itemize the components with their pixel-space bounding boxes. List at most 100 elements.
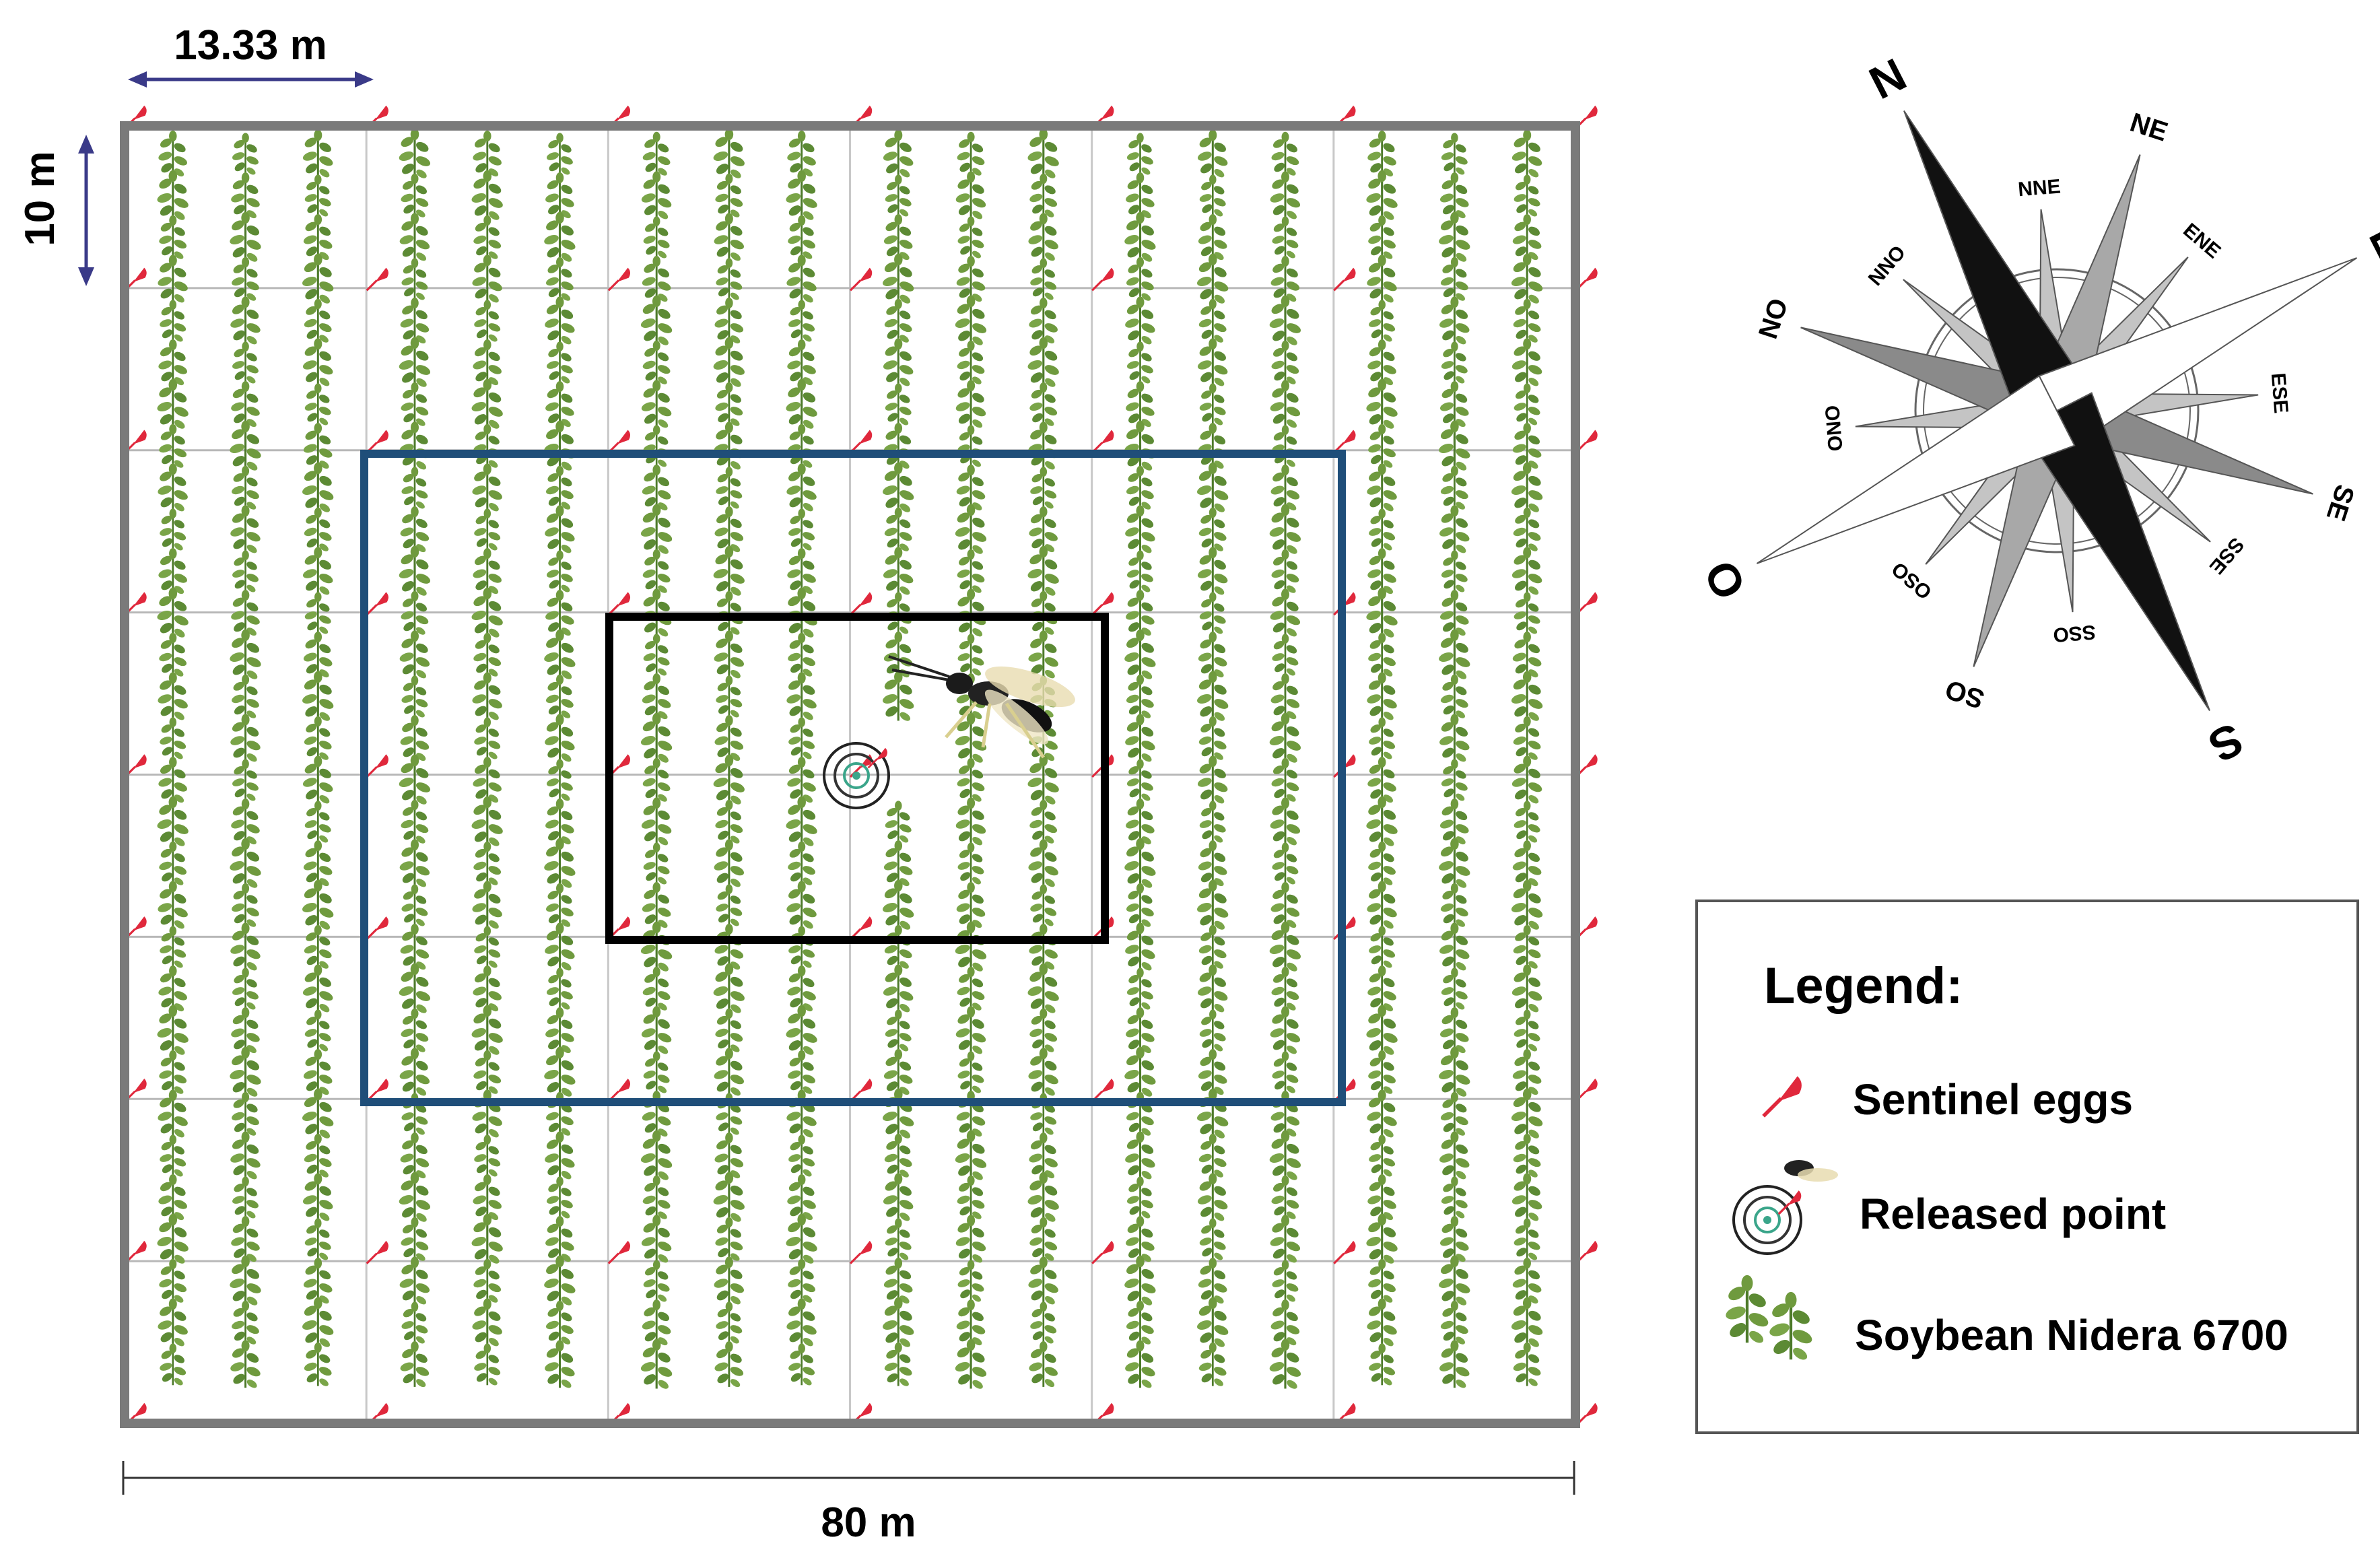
soybean-plant [1026,211,1061,264]
sentinel-egg [607,1240,632,1265]
soybean-plant [1511,591,1542,637]
soybean-plant [302,506,334,554]
soybean-plant [230,549,261,595]
soybean-plant [1509,1172,1545,1224]
soybean-plant [1194,879,1231,932]
soybean-plant [881,1172,916,1224]
soybean-plant [1026,1255,1061,1308]
soybean-plant [227,837,264,891]
soybean-plant [228,712,263,765]
soybean-plant [714,257,745,303]
soybean-plant [230,882,262,930]
soybean-plant [1270,424,1301,470]
soybean-plant [470,253,505,306]
soybean-plant [397,838,432,890]
soybean-plant [1195,754,1231,807]
soybean-plant [1511,1341,1543,1389]
soybean-plant [880,461,917,515]
soybean-plant [639,170,675,222]
soybean-plant [1509,1087,1546,1141]
soybean-plant [1122,628,1159,682]
soybean-plant [397,1255,432,1308]
compass-ring [1914,268,2200,553]
compass-label-sso: SSO [2052,621,2097,646]
soybean-plant [955,1259,986,1305]
soybean-plant [228,921,263,974]
soybean-plant [1196,1132,1229,1180]
soybean-plant [953,920,989,974]
soybean-plant [1509,545,1545,598]
soybean-plant [711,127,747,181]
soybean-plant [469,169,506,223]
soybean-plant [712,1255,747,1308]
soybean-plant [638,920,675,974]
soybean-plant [300,754,336,807]
cell-width-label: 13.33 m [174,22,327,69]
soybean-plant [541,211,578,265]
soybean-plant [472,1134,503,1180]
soybean-plant [1025,1171,1062,1225]
soybean-plant [397,962,433,1016]
soybean-plant [786,299,817,345]
soybean-plant [1509,337,1545,389]
sentinel-egg [366,428,390,454]
soybean-plant [472,716,503,762]
soybean-plant [1511,715,1543,763]
soybean-plant [472,299,503,345]
soybean-plant [541,1046,578,1099]
soybean-plant [786,508,817,553]
sentinel-egg [849,915,873,941]
soybean-plant [157,632,189,679]
soybean-plant [158,1343,189,1388]
soybean-plant [541,628,578,682]
soybean-plant [1367,1343,1398,1388]
soybean-plant [784,671,819,723]
soybean-plant [545,967,576,1013]
soybean-plant [953,1213,988,1266]
soybean-plant [230,758,261,804]
soybean-plant [1125,758,1156,804]
sentinel-egg [366,753,390,778]
soybean-plant [302,1217,333,1263]
soybean-plant [1511,924,1543,972]
soybean-plant [1511,1009,1542,1054]
soybean-plant [1269,757,1301,805]
soybean-plant [471,632,504,679]
soybean-plant [545,1176,576,1221]
compass-label-se: SE [2321,481,2360,524]
soybean-plant [880,670,917,724]
soybean-plant [1125,967,1156,1013]
soybean-plant [1511,506,1543,554]
soybean-plant [784,1297,819,1349]
soybean-plant [711,753,747,807]
soybean-plant [1438,465,1471,512]
soybean-plant [786,925,817,971]
soybean-plant [302,1132,334,1180]
soybean-plant [1363,1213,1400,1266]
soybean-plant [1367,925,1398,971]
soybean-plant [156,462,191,514]
soybean-plant [470,671,505,723]
compass-ring [1923,277,2191,545]
soybean-plant [1027,172,1060,220]
compass-label-n: N [1862,48,1914,109]
soybean-plant [1364,1297,1400,1349]
soybean-plant [300,670,337,724]
soybean-plant [953,1338,989,1392]
soybean-plant [711,545,747,599]
soybean-plant [397,420,432,473]
soybean-plant [1363,378,1400,432]
soybean-plant [1122,921,1158,974]
soybean-plant [1439,549,1470,595]
soybean-plant [1364,1088,1400,1141]
soybean-plant [1196,715,1229,763]
soybean-plant [1438,1299,1471,1347]
soybean-plant [155,378,191,432]
compass-label-nno: NNO [1864,242,1910,290]
inner-zone [605,613,1109,944]
soybean-plant [786,1049,818,1097]
soybean-plant [1025,962,1062,1016]
soybean-plant [1122,1046,1159,1099]
soybean-plant [638,1129,675,1183]
soybean-plant [1197,174,1228,219]
